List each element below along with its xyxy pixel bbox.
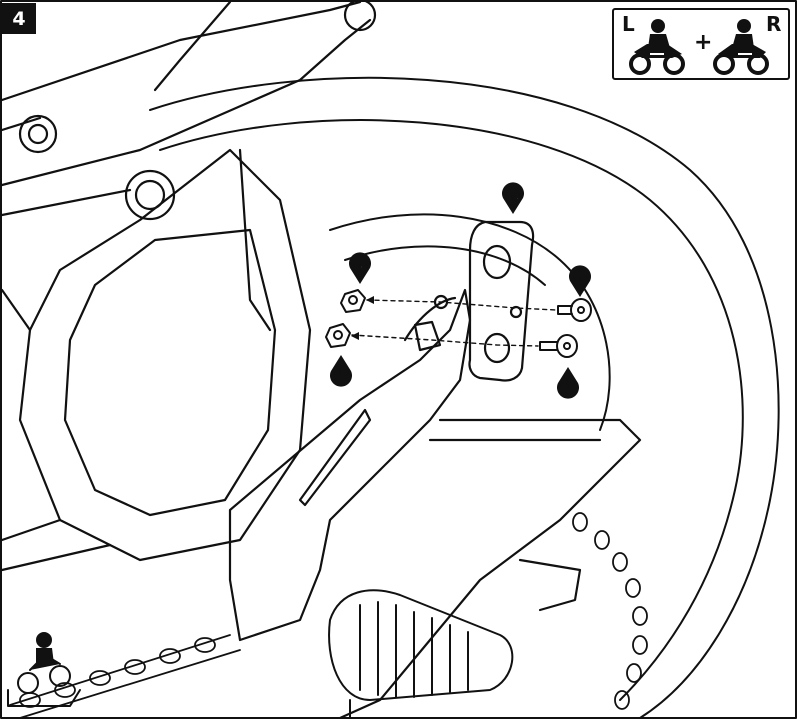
callout-14: 14 (502, 182, 524, 214)
svg-text:17: 17 (561, 379, 575, 390)
foot-peg (328, 589, 514, 719)
nut-lower (325, 323, 351, 348)
svg-text:15: 15 (573, 276, 587, 287)
svg-text:14: 14 (506, 193, 520, 204)
callout-18: 18 (330, 355, 352, 387)
svg-text:16: 16 (353, 263, 367, 274)
subframe (0, 0, 377, 572)
callout-16: 16 (349, 252, 371, 284)
right-side-label: R (766, 12, 782, 36)
bolt-lower (539, 334, 578, 358)
bracket-plate (468, 220, 535, 382)
step-number-badge: 4 (2, 3, 36, 34)
assembly-guide-lines (351, 299, 557, 347)
svg-text:18: 18 (334, 367, 348, 378)
motorcycle-rider-icon (628, 18, 769, 75)
nut-upper (340, 289, 366, 313)
bolt-upper (557, 298, 592, 322)
footrest-hanger (228, 288, 642, 720)
callout-17: 17 (557, 367, 580, 399)
direction-arrows (351, 296, 374, 340)
left-side-label: L (622, 12, 635, 36)
callout-15: 15 (569, 265, 592, 297)
plus-sign: + (694, 30, 713, 55)
rear-tire (149, 76, 780, 719)
side-indicator-panel: L R + (612, 8, 790, 80)
motorcycle-on-stand-icon (7, 632, 81, 707)
